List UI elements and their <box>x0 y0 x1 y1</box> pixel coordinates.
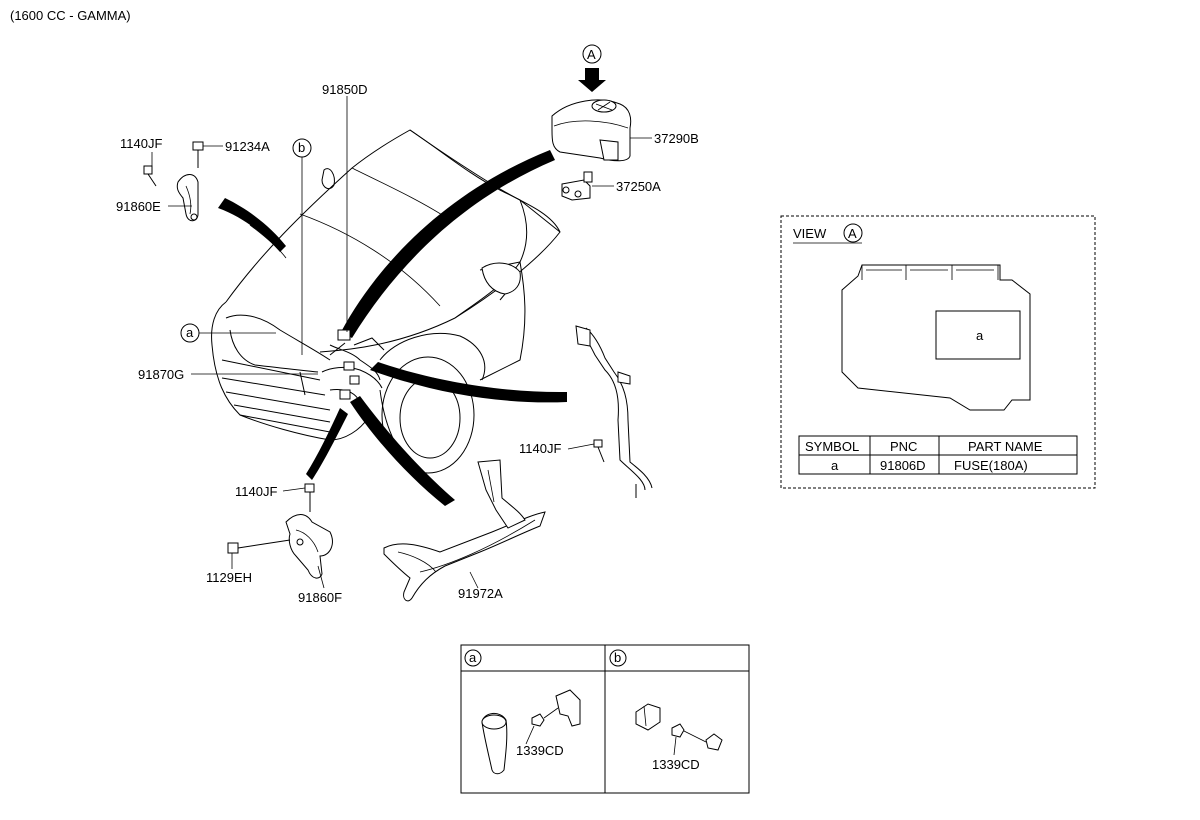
table-cell-part-name: FUSE(180A) <box>954 458 1028 473</box>
table-header-part-name: PART NAME <box>968 439 1043 454</box>
label-91850d: 91850D <box>322 82 368 97</box>
front-harness-cluster <box>321 329 385 403</box>
callout-labels: 91850D 37290B 37250A 1140JF 91234A 91860… <box>116 82 699 605</box>
callout-leaders <box>151 96 652 589</box>
label-91234a: 91234A <box>225 139 270 154</box>
table-cell-pnc: 91806D <box>880 458 926 473</box>
table-header-symbol: SYMBOL <box>805 439 859 454</box>
label-1140jf-right: 1140JF <box>519 441 561 456</box>
table-cell-symbol: a <box>831 458 839 473</box>
detail-circle-b: b <box>614 650 621 665</box>
detail-circle-a: a <box>469 650 477 665</box>
detail-a-part-no: 1339CD <box>516 743 564 758</box>
view-a-panel: VIEW A a SYMBOL PNC PART NAME a 91806D F… <box>780 215 1096 489</box>
label-91860f: 91860F <box>298 590 342 605</box>
label-91860e: 91860E <box>116 199 161 214</box>
fuse-a-label: a <box>976 328 984 343</box>
fuse-table: SYMBOL PNC PART NAME a 91806D FUSE(180A) <box>798 435 1078 475</box>
label-1129eh: 1129EH <box>206 570 252 585</box>
engine-room-box-37290b: A <box>551 44 632 162</box>
view-a-title: VIEW <box>793 226 827 241</box>
bracket-91860f <box>227 483 333 579</box>
label-91972a: 91972A <box>458 586 503 601</box>
view-a-circle-label: A <box>848 226 857 241</box>
protector-91972a <box>383 459 546 602</box>
circle-a-label: a <box>186 325 194 340</box>
label-1140jf-top: 1140JF <box>120 136 162 151</box>
label-37250a: 37250A <box>616 179 661 194</box>
connector-37250a <box>561 171 593 201</box>
label-1140jf-mid: 1140JF <box>235 484 277 499</box>
detail-box: a b 1339CD 1339CD <box>460 644 750 794</box>
detail-b-part-no: 1339CD <box>652 757 700 772</box>
bracket-91860e <box>143 141 204 222</box>
harness-right <box>575 325 653 498</box>
label-37290b: 37290B <box>654 131 699 146</box>
label-91870g: 91870G <box>138 367 184 382</box>
circle-b-label: b <box>298 140 305 155</box>
circle-a-top-label: A <box>587 47 596 62</box>
table-header-pnc: PNC <box>890 439 917 454</box>
variant-label: (1600 CC - GAMMA) <box>10 8 131 23</box>
leader-bands <box>218 150 567 506</box>
